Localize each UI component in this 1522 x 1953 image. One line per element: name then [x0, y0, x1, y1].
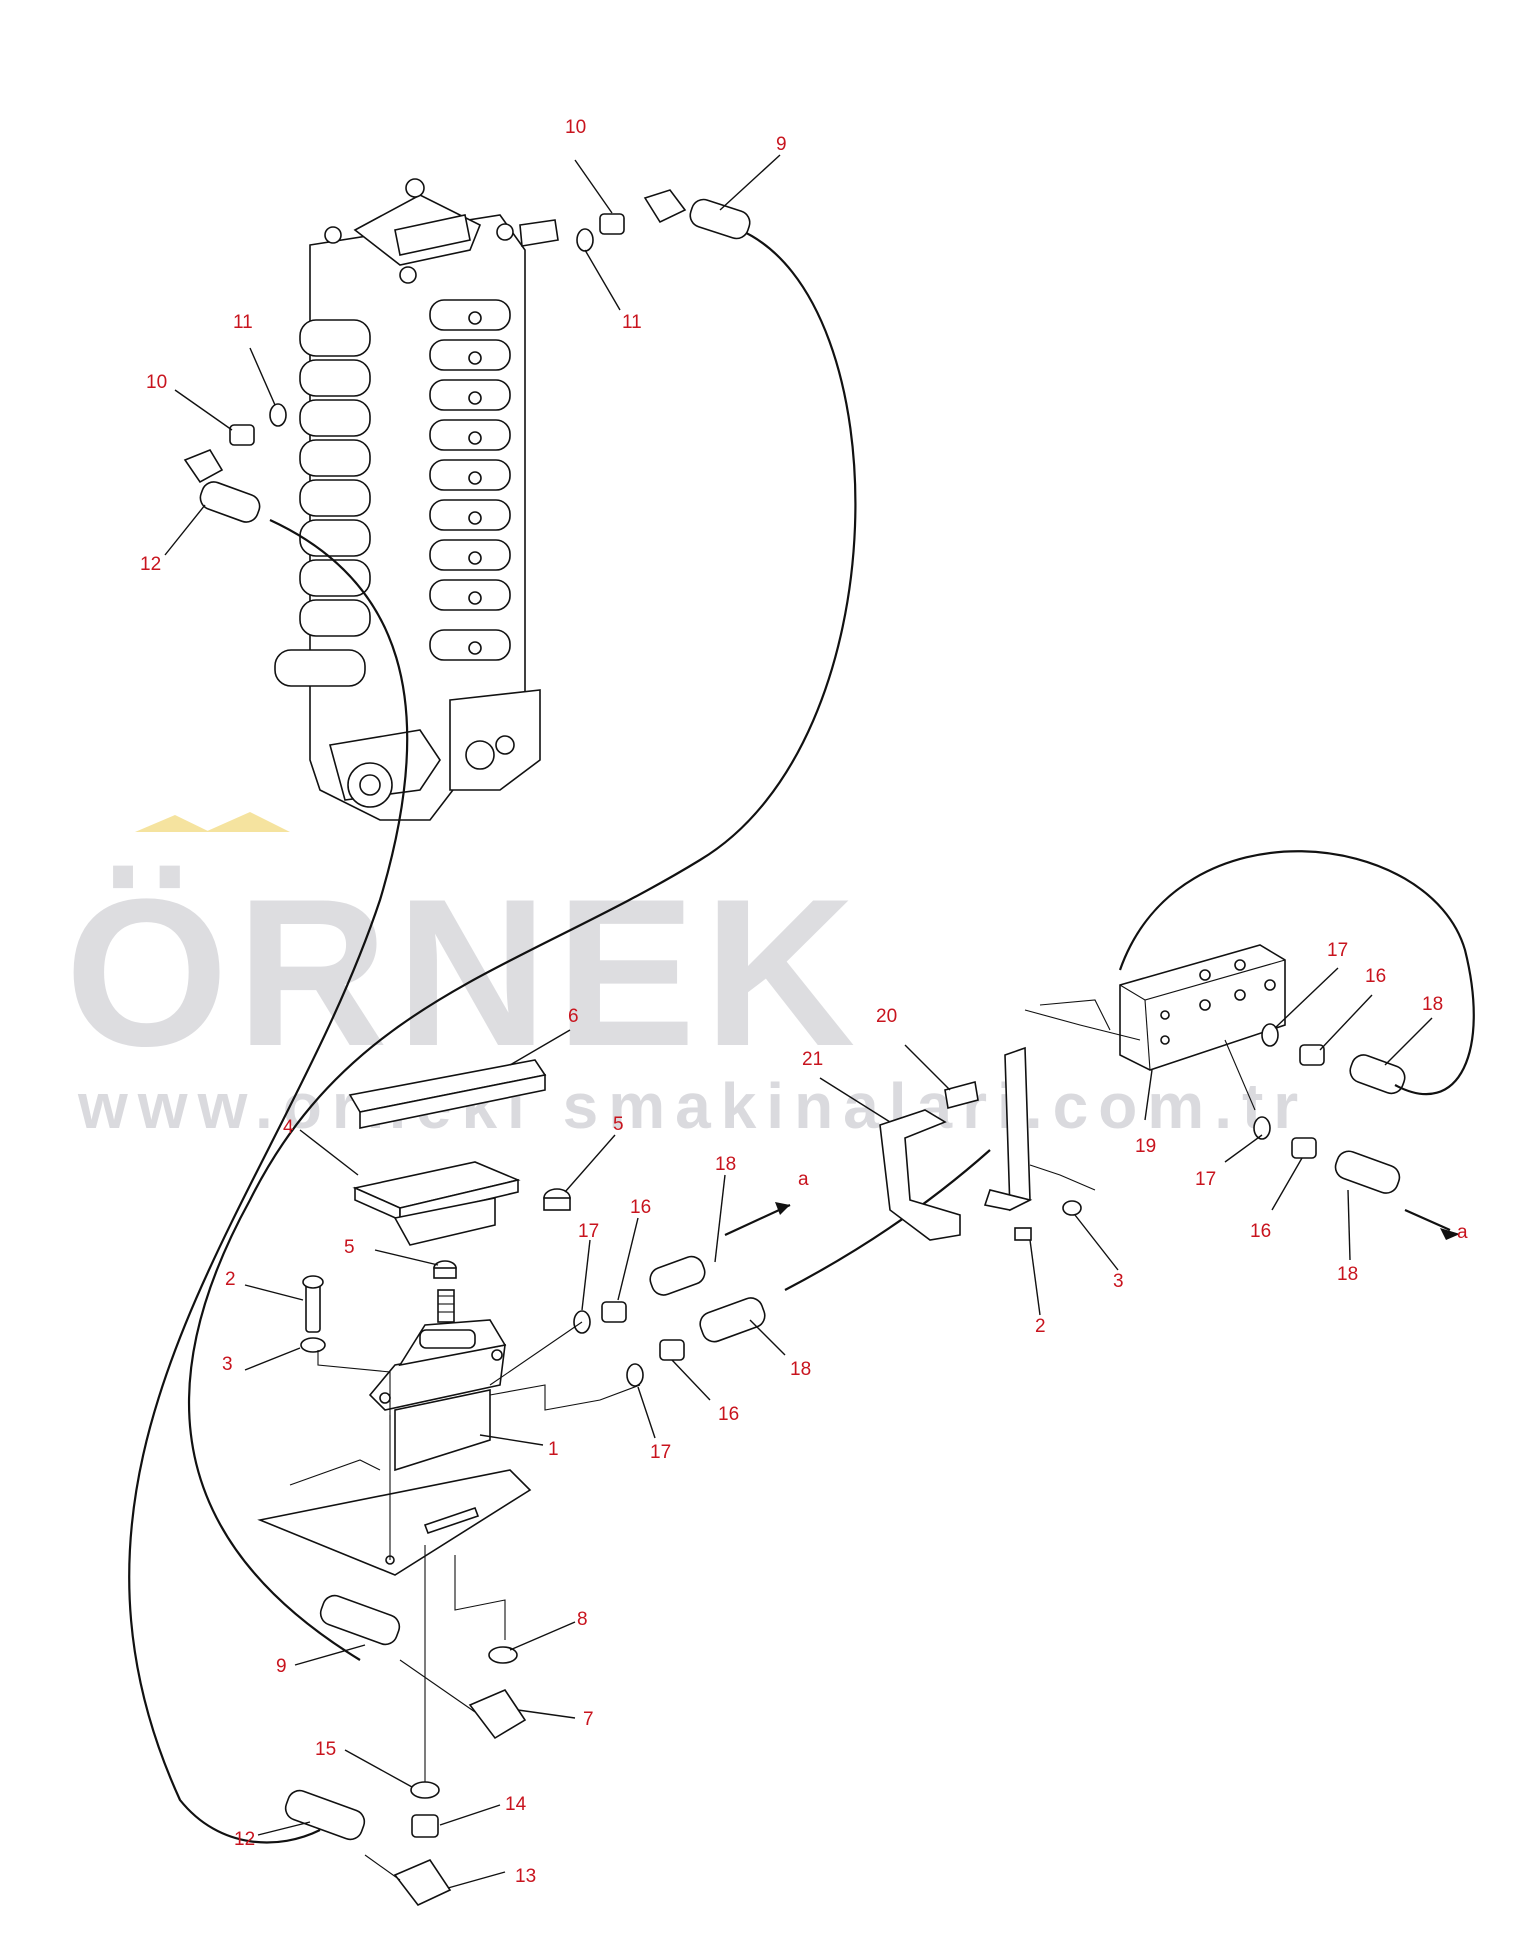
o-ring-17d [1253, 1116, 1271, 1140]
callout-2-left: 2 [225, 1269, 236, 1290]
callout-12-bottom: 12 [234, 1829, 255, 1850]
callout-3-left: 3 [222, 1354, 233, 1375]
washer-3b [1062, 1200, 1082, 1216]
callout-16-center: 16 [718, 1404, 739, 1425]
callout-6: 6 [568, 1006, 579, 1027]
callout-11-top: 11 [622, 312, 642, 333]
callout-labels: 10 9 11 11 10 12 6 4 5 5 2 3 17 16 18 a … [140, 117, 1468, 1887]
watermark-accent-right [205, 812, 290, 832]
callout-5-left: 5 [344, 1237, 355, 1258]
callout-16-manifold: 16 [1365, 966, 1386, 987]
callout-7: 7 [583, 1709, 594, 1730]
o-ring-8 [488, 1646, 518, 1664]
manifold-fittings [1118, 850, 1475, 1240]
o-ring-17b [626, 1363, 644, 1387]
arrow-a-right [1404, 1208, 1451, 1232]
hose-to-bracket [784, 1149, 991, 1291]
callout-14: 14 [505, 1794, 527, 1815]
watermark-brand: ÖRNEK [65, 855, 863, 1090]
callout-13: 13 [515, 1866, 536, 1887]
callout-20: 20 [876, 1006, 897, 1027]
callout-16-lower: 16 [1250, 1221, 1271, 1242]
callout-9-top: 9 [776, 134, 787, 155]
callout-2-right: 2 [1035, 1316, 1046, 1337]
nipple-10 [599, 213, 625, 235]
bottom-fittings [284, 1594, 527, 1906]
o-ring-15 [410, 1781, 440, 1799]
callout-8: 8 [577, 1609, 588, 1630]
callout-18-pedal: 18 [715, 1154, 736, 1175]
top-fittings [183, 189, 751, 523]
callout-4: 4 [283, 1117, 294, 1138]
bolt-2b [1014, 1227, 1032, 1241]
nipple-16c [1299, 1044, 1325, 1066]
callout-21: 21 [802, 1049, 823, 1070]
callout-9-bottom: 9 [276, 1656, 287, 1677]
control-valve-assembly [274, 178, 559, 821]
elbow-9 [643, 189, 687, 224]
hose-end-18c [1349, 1054, 1406, 1095]
elbow-7 [468, 1689, 527, 1740]
elbow-13 [393, 1859, 452, 1906]
pedal-side-fittings [489, 1149, 991, 1387]
o-ring-11 [576, 228, 594, 252]
callout-10-left: 10 [146, 372, 167, 393]
hose-end-12b [284, 1789, 366, 1841]
bracket-plate [1004, 1046, 1031, 1212]
callout-17-manifold: 17 [1327, 940, 1348, 961]
hose-end-18 [649, 1255, 706, 1296]
callout-10-top: 10 [565, 117, 586, 138]
callout-17-center: 17 [650, 1442, 671, 1463]
o-ring-17c [1261, 1023, 1279, 1047]
callout-11-left: 11 [233, 312, 253, 333]
callout-3-right: 3 [1113, 1271, 1124, 1292]
callout-a-right: a [1457, 1222, 1468, 1243]
valve-spool-sections [274, 299, 511, 687]
loop-hose [1118, 850, 1475, 1096]
nipple-16d [1291, 1137, 1317, 1159]
watermark-url: www.orneki smakinalari.com.tr [77, 1070, 1308, 1142]
clamp-21 [879, 1109, 961, 1241]
hose-end-18d [1334, 1150, 1401, 1194]
hose-end-18b [699, 1297, 766, 1343]
watermark-accent-left [135, 815, 210, 832]
bolt-2 [305, 1281, 321, 1333]
bracket-and-manifold [879, 944, 1286, 1241]
pilot-valve-assembly [257, 1059, 641, 1790]
callout-15: 15 [315, 1739, 336, 1760]
callout-5-right: 5 [613, 1114, 624, 1135]
o-ring-11b [269, 403, 287, 427]
callout-18-lower: 18 [1337, 1264, 1358, 1285]
callout-17-lower: 17 [1195, 1169, 1216, 1190]
callout-17-pedal: 17 [578, 1221, 599, 1242]
nipple-10b [229, 424, 255, 446]
callout-19: 19 [1135, 1136, 1156, 1157]
watermark: ÖRNEK www.orneki smakinalari.com.tr [65, 812, 1308, 1142]
callout-18-manifold: 18 [1422, 994, 1443, 1015]
callout-1: 1 [548, 1439, 559, 1460]
hose-12 [128, 519, 409, 1844]
nipple-16b [659, 1339, 685, 1361]
callout-a-left: a [798, 1169, 809, 1190]
pilot-hoses [128, 228, 857, 1844]
nipple-14 [411, 1814, 439, 1838]
callout-12-top: 12 [140, 554, 161, 575]
callout-16-pedal: 16 [630, 1197, 651, 1218]
hose-9 [187, 228, 857, 1661]
hose-end-9b [319, 1594, 401, 1646]
washer-3 [300, 1337, 326, 1353]
callout-18-center: 18 [790, 1359, 811, 1380]
spacer-20 [944, 1081, 979, 1109]
nipple-16 [601, 1301, 627, 1323]
elbow-12 [183, 449, 224, 484]
leader-lines [164, 154, 1433, 1889]
hose-end-12 [199, 481, 261, 523]
hose-end-9 [689, 198, 751, 240]
